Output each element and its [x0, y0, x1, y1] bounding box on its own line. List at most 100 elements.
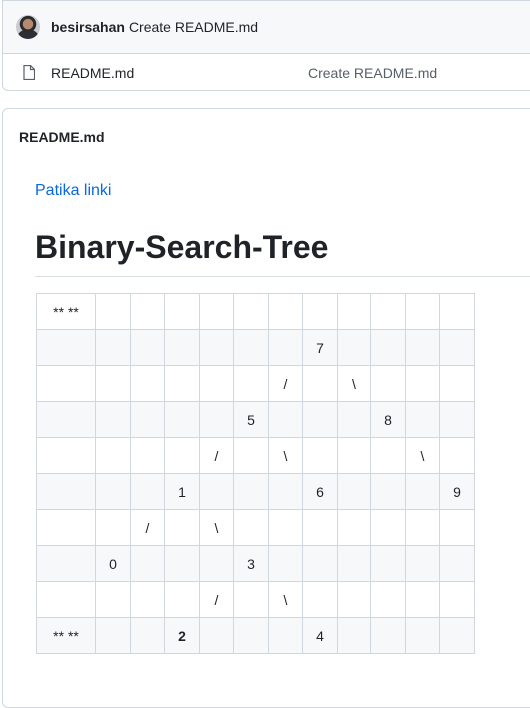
table-cell	[95, 473, 131, 510]
table-cell	[268, 509, 303, 546]
table-cell	[199, 617, 234, 654]
patika-link[interactable]: Patika linki	[35, 182, 112, 199]
table-cell	[164, 293, 200, 330]
table-cell	[164, 365, 200, 402]
table-cell	[130, 545, 165, 582]
table-cell	[95, 329, 131, 366]
table-cell: 0	[95, 545, 131, 582]
table-cell	[268, 401, 303, 438]
table-cell	[405, 617, 440, 654]
table-cell	[130, 581, 165, 618]
table-cell	[36, 581, 96, 618]
table-cell	[130, 365, 165, 402]
table-cell: 6	[302, 473, 338, 510]
table-cell	[36, 473, 96, 510]
table-cell	[233, 437, 269, 474]
table-cell: 8	[370, 401, 406, 438]
table-cell	[337, 617, 371, 654]
table-cell	[302, 365, 338, 402]
table-cell: 2	[164, 617, 200, 654]
file-row[interactable]: README.md Create README.md	[3, 54, 530, 90]
table-cell	[164, 545, 200, 582]
table-cell	[268, 293, 303, 330]
file-icon	[23, 65, 35, 80]
table-cell	[370, 365, 406, 402]
table-cell	[405, 329, 440, 366]
table-cell	[337, 329, 371, 366]
table-cell	[439, 437, 475, 474]
table-cell: \	[268, 437, 303, 474]
table-cell	[130, 329, 165, 366]
table-cell	[233, 581, 269, 618]
table-cell	[337, 545, 371, 582]
latest-commit-box: besirsahan Create README.md README.md Cr…	[2, 0, 530, 91]
table-cell	[233, 365, 269, 402]
table-cell	[439, 329, 475, 366]
table-cell: 5	[233, 401, 269, 438]
table-cell	[95, 401, 131, 438]
table-cell	[405, 401, 440, 438]
table-cell	[302, 509, 338, 546]
table-cell	[370, 293, 406, 330]
table-cell	[370, 437, 406, 474]
table-cell	[199, 329, 234, 366]
table-cell	[337, 509, 371, 546]
table-cell	[233, 293, 269, 330]
table-cell	[164, 581, 200, 618]
table-cell: 9	[439, 473, 475, 510]
table-cell	[337, 293, 371, 330]
table-cell	[370, 509, 406, 546]
table-cell	[130, 437, 165, 474]
table-cell	[370, 545, 406, 582]
table-cell	[199, 545, 234, 582]
table-cell	[268, 329, 303, 366]
table-cell	[36, 437, 96, 474]
table-cell	[95, 365, 131, 402]
file-commit-message[interactable]: Create README.md	[308, 65, 438, 81]
table-cell	[130, 401, 165, 438]
table-cell	[405, 509, 440, 546]
table-cell	[439, 581, 475, 618]
table-cell	[95, 581, 131, 618]
table-cell	[302, 293, 338, 330]
table-cell	[439, 293, 475, 330]
author-avatar[interactable]	[16, 15, 40, 39]
commit-message[interactable]: Create README.md	[128, 19, 259, 35]
table-cell	[405, 365, 440, 402]
table-cell: 7	[302, 329, 338, 366]
table-cell	[405, 545, 440, 582]
table-cell: \	[337, 365, 371, 402]
table-cell	[36, 365, 96, 402]
table-cell	[268, 473, 303, 510]
table-cell: \	[405, 437, 440, 474]
table-cell	[164, 401, 200, 438]
table-cell	[337, 437, 371, 474]
table-cell	[302, 401, 338, 438]
table-cell	[439, 617, 475, 654]
table-cell	[36, 509, 96, 546]
table-cell	[370, 329, 406, 366]
table-cell: /	[199, 581, 234, 618]
table-row: 7	[36, 329, 475, 366]
table-row: /\	[36, 509, 475, 546]
table-cell	[370, 617, 406, 654]
commit-header: besirsahan Create README.md	[3, 1, 530, 54]
table-cell	[130, 617, 165, 654]
table-cell	[405, 581, 440, 618]
table-cell	[233, 329, 269, 366]
table-cell	[95, 293, 131, 330]
table-cell	[302, 581, 338, 618]
table-cell	[36, 329, 96, 366]
table-cell	[164, 329, 200, 366]
table-cell	[199, 365, 234, 402]
heading-divider	[35, 276, 530, 277]
file-name[interactable]: README.md	[51, 65, 135, 81]
table-cell: ** **	[36, 293, 96, 330]
commit-author[interactable]: besirsahan	[51, 19, 125, 35]
readme-box: README.md Patika linki Binary-Search-Tre…	[2, 108, 530, 708]
